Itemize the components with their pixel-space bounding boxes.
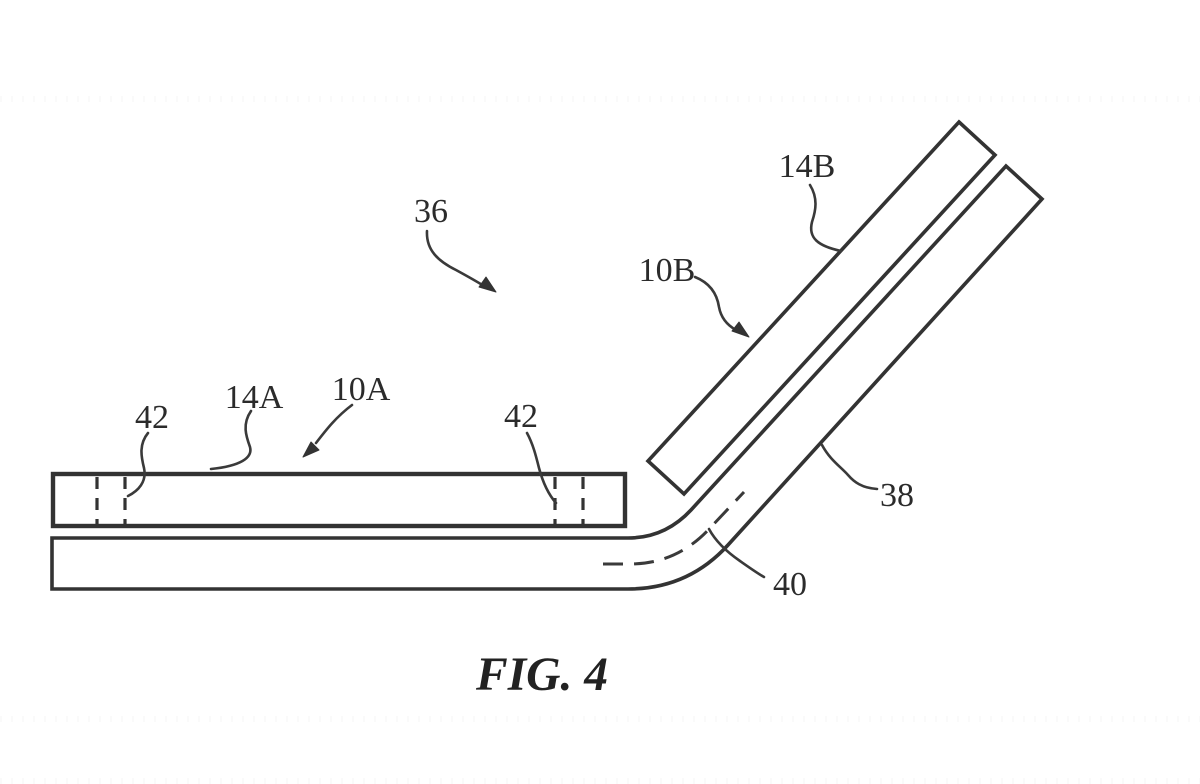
leader-42-right	[525, 431, 558, 505]
leader-14a	[209, 409, 253, 471]
ref-label-42-right: 42	[504, 398, 538, 435]
arrowhead-10a	[302, 441, 320, 458]
leader-38	[820, 443, 879, 491]
arrowhead-10b	[731, 321, 750, 338]
upper-layer-14b	[645, 119, 998, 497]
bend-centerline-40	[603, 490, 746, 566]
leader-36	[425, 229, 486, 288]
arrowhead-36	[478, 276, 497, 293]
ref-label-10b: 10B	[639, 252, 696, 289]
flexible-substrate-38	[50, 163, 1045, 591]
ref-label-14a: 14A	[225, 379, 284, 416]
upper-layer-14a	[50, 471, 628, 529]
leader-40	[707, 527, 766, 579]
ref-label-10a: 10A	[332, 371, 391, 408]
leader-42-left	[126, 431, 150, 498]
leader-14b	[808, 183, 843, 253]
ref-label-42-left: 42	[135, 399, 169, 436]
leader-10b	[693, 275, 738, 332]
ref-label-14b: 14B	[779, 148, 836, 185]
ref-label-38: 38	[880, 477, 914, 514]
ref-label-40: 40	[773, 566, 807, 603]
figure-caption: FIG. 4	[475, 648, 608, 701]
ref-label-36: 36	[414, 193, 448, 230]
leader-10a	[314, 403, 354, 445]
